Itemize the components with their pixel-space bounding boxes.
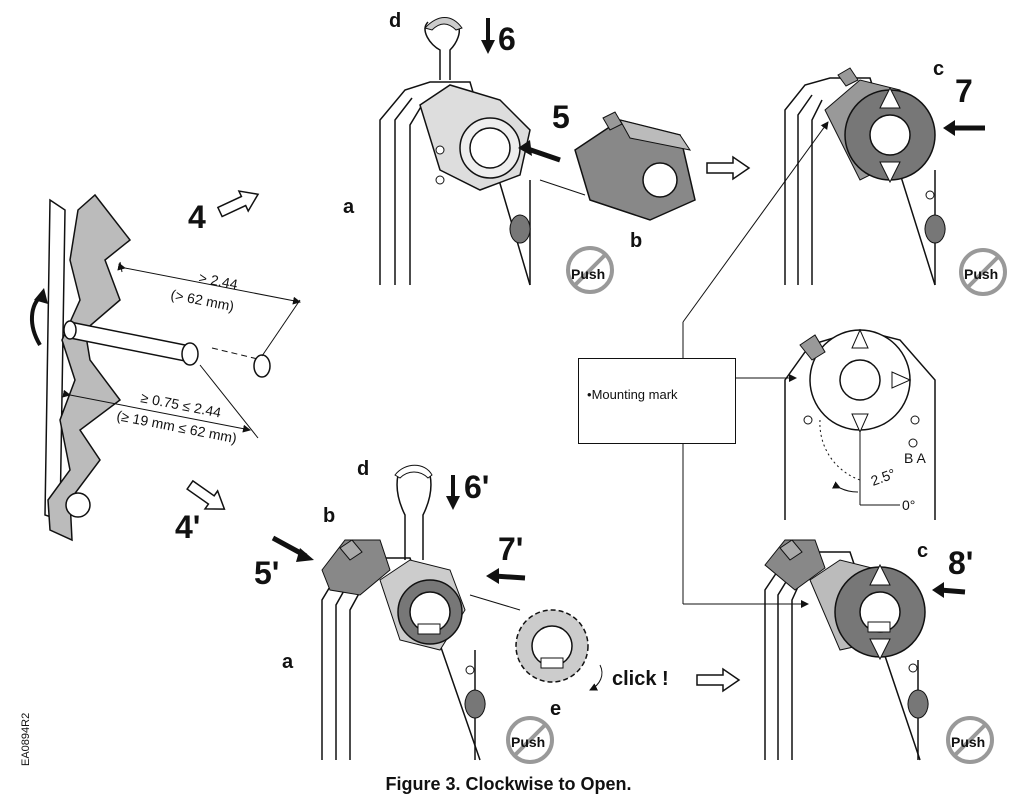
letter-a-top: a — [343, 196, 355, 218]
letter-c-top: c — [933, 58, 944, 80]
push-label-1: Push — [571, 266, 605, 282]
angle-25-label: 2.5° — [869, 465, 898, 489]
letter-d-top: d — [389, 10, 401, 32]
length-mm-label: (> 62 mm) — [169, 286, 235, 314]
step-7p-label: 7' — [498, 531, 523, 567]
ba-label: B A — [904, 450, 926, 466]
panel-top-middle — [379, 17, 750, 294]
step-5-label: 5 — [552, 99, 570, 135]
letter-b-top: b — [630, 230, 642, 252]
push-label-2: Push — [964, 266, 998, 282]
push-label-4: Push — [951, 734, 985, 750]
click-label: click ! — [612, 668, 669, 690]
letter-d-bottom: d — [357, 458, 369, 480]
step-6-label: 6 — [498, 21, 516, 57]
length-inches-label: > 2.44 — [197, 269, 239, 292]
letter-a-bottom: a — [282, 651, 294, 673]
bullet: • — [587, 387, 592, 402]
mounting-mark-label: Mounting mark — [591, 387, 678, 402]
step-8p-label: 8' — [948, 545, 973, 581]
angle-0-label: 0° — [902, 497, 915, 513]
step-4-label: 4 — [188, 199, 206, 235]
step-7-label: 7 — [955, 73, 973, 109]
step-4p-label: 4' — [175, 509, 200, 545]
mounting-mark-connectors — [682, 121, 829, 608]
figure-caption: Figure 3. Clockwise to Open. — [385, 774, 632, 794]
panel-top-right — [784, 67, 1007, 296]
panel-bottom-middle — [271, 464, 740, 764]
letter-b-bottom: b — [323, 505, 335, 527]
push-label-3: Push — [511, 734, 545, 750]
letter-e-bottom: e — [550, 698, 561, 720]
step-5p-label: 5' — [254, 555, 279, 591]
step-6p-label: 6' — [464, 469, 489, 505]
mounting-mark-detail — [784, 328, 936, 520]
document-code: EA0894R2 — [20, 712, 32, 766]
mounting-mark-box: •Mounting mark — [578, 358, 736, 444]
panel-bottom-right — [764, 539, 994, 764]
letter-c-bottom: c — [917, 540, 928, 562]
bracket-shaft-illustration — [30, 193, 301, 542]
